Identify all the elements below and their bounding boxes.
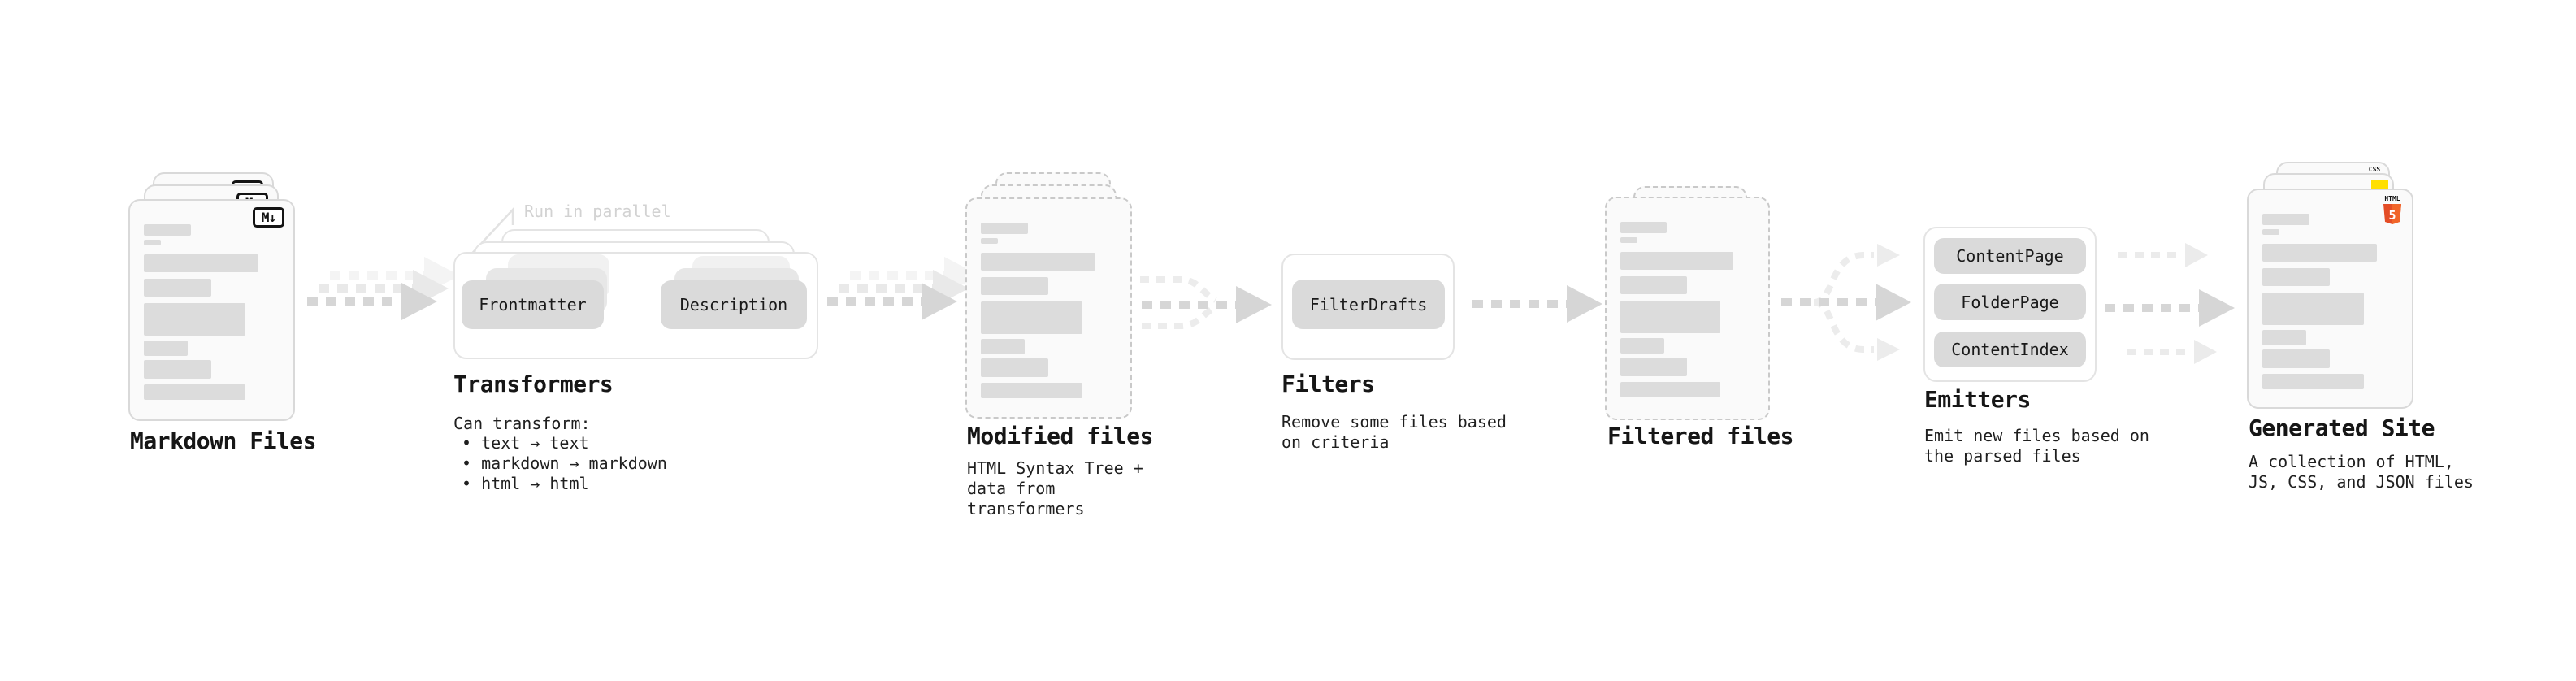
placeholder-line xyxy=(144,224,191,236)
stage-filtered-files: Filtered files xyxy=(1605,186,1816,479)
css-icon-label: CSS xyxy=(2368,166,2381,173)
js-icon xyxy=(2371,180,2388,189)
placeholder-line xyxy=(981,238,998,244)
file-card-html: HTML 5 xyxy=(2247,189,2413,409)
placeholder-line xyxy=(144,384,245,400)
placeholder-line xyxy=(981,223,1028,234)
bullet-line: • markdown → markdown xyxy=(462,453,667,473)
stage-subtitle: Emit new files based on the parsed files xyxy=(1924,426,2149,466)
placeholder-line xyxy=(144,340,189,356)
stage-filters: FilterDrafts Filters Remove some files b… xyxy=(1281,254,1517,465)
stage-transformers: Run in parallel Frontmatter Description … xyxy=(453,202,835,504)
placeholder-line xyxy=(1620,358,1688,376)
placeholder-line xyxy=(1620,301,1721,333)
run-in-parallel-note: Run in parallel xyxy=(524,202,671,221)
placeholder-line xyxy=(1620,222,1667,233)
doc-placeholder-lines xyxy=(2249,190,2412,389)
file-card-front xyxy=(965,197,1132,419)
placeholder-line xyxy=(1620,252,1734,270)
svg-text:HTML: HTML xyxy=(2384,195,2400,202)
placeholder-line xyxy=(981,358,1049,377)
placeholder-line xyxy=(2262,214,2309,225)
placeholder-line xyxy=(981,301,1082,334)
transformers-bullets: • text → text • markdown → markdown • ht… xyxy=(462,433,667,494)
stage-emitters: ContentPage FolderPage ContentIndex Emit… xyxy=(1923,227,2167,479)
placeholder-line xyxy=(1620,276,1688,294)
bullet-line: • text → text xyxy=(462,433,589,453)
placeholder-line xyxy=(144,360,212,379)
stage-title: Filtered files xyxy=(1607,423,1794,449)
bullet-line: • html → html xyxy=(462,474,589,493)
doc-placeholder-lines xyxy=(967,199,1130,398)
arrow-filtered-to-emitters xyxy=(1781,244,1911,361)
description-pill: Description xyxy=(661,280,807,329)
stage-title: Generated Site xyxy=(2249,414,2435,441)
stage-title: Modified files xyxy=(967,423,1154,449)
stage-title: Filters xyxy=(1281,371,1375,397)
placeholder-line xyxy=(981,253,1095,271)
stage-title: Transformers xyxy=(453,371,614,397)
stage-subtitle: HTML Syntax Tree + data from transformer… xyxy=(967,458,1143,518)
html5-icon: HTML 5 xyxy=(2383,195,2401,224)
emitter-pill-folderpage: FolderPage xyxy=(1934,284,2086,320)
placeholder-line xyxy=(2262,268,2331,286)
placeholder-line xyxy=(2262,330,2307,345)
placeholder-line xyxy=(2262,229,2279,235)
frontmatter-pill: Frontmatter xyxy=(462,280,604,329)
stage-markdown-files: M↓ M↓ M↓ Markdown Files xyxy=(128,172,340,481)
emitter-pill-contentindex: ContentIndex xyxy=(1934,332,2086,367)
placeholder-line xyxy=(2262,374,2364,389)
filterdrafts-pill: FilterDrafts xyxy=(1292,280,1445,329)
placeholder-line xyxy=(1620,338,1664,354)
emitter-pill-contentpage: ContentPage xyxy=(1934,238,2086,274)
stage-generated-site: CSS HTML 5 Generated Site A collection o… xyxy=(2247,162,2483,503)
stage-title: Markdown Files xyxy=(130,427,317,454)
svg-text:5: 5 xyxy=(2388,208,2396,223)
placeholder-line xyxy=(144,240,161,245)
stage-modified-files: Modified files HTML Syntax Tree + data f… xyxy=(965,172,1177,518)
arrow-modified-to-filters xyxy=(1140,276,1272,329)
arrow-transformers-to-modified xyxy=(827,257,980,320)
file-card-front: M↓ xyxy=(128,199,295,421)
file-card-front xyxy=(1605,197,1770,420)
placeholder-line xyxy=(144,254,258,272)
transformers-heading: Can transform: xyxy=(453,414,591,433)
placeholder-line xyxy=(1620,382,1721,397)
placeholder-line xyxy=(144,279,212,297)
markdown-icon: M↓ xyxy=(253,207,284,228)
placeholder-line xyxy=(2262,293,2364,325)
doc-placeholder-lines xyxy=(1607,198,1768,397)
stage-title: Emitters xyxy=(1924,386,2031,413)
placeholder-line xyxy=(2262,349,2331,368)
doc-placeholder-lines xyxy=(130,201,293,400)
placeholder-line xyxy=(981,277,1049,295)
stage-subtitle: A collection of HTML, JS, CSS, and JSON … xyxy=(2249,452,2474,492)
placeholder-line xyxy=(2262,244,2377,262)
placeholder-line xyxy=(1620,237,1637,243)
placeholder-line xyxy=(981,383,1082,398)
placeholder-line xyxy=(981,339,1026,354)
placeholder-line xyxy=(144,303,245,336)
stage-subtitle: Remove some files based on criteria xyxy=(1281,412,1507,452)
